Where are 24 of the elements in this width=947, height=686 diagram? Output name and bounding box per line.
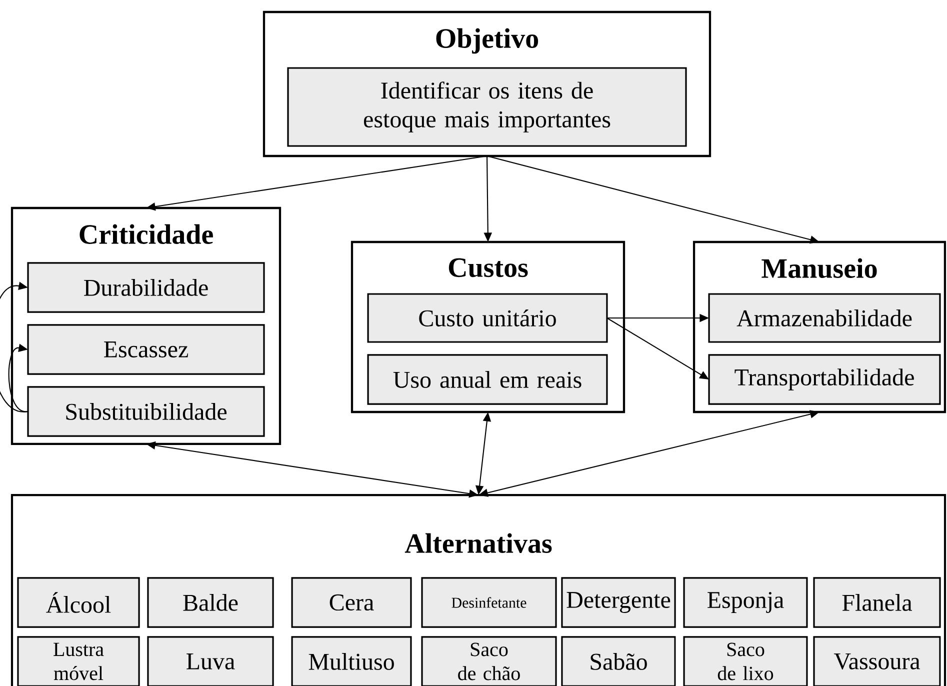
- item-box: Multiuso: [291, 636, 412, 686]
- item-box: Uso anual em reais: [367, 354, 608, 405]
- item-box: Sabão: [561, 636, 676, 686]
- item-box: Álcool: [17, 577, 140, 628]
- item-box: Transportabilidade: [708, 354, 941, 405]
- item-box: Substituibilidade: [27, 386, 265, 437]
- item-box: Detergente: [561, 577, 676, 628]
- item-box: Saco de chão: [421, 636, 557, 686]
- item-box: Identificar os itens de estoque mais importantes: [287, 67, 687, 147]
- arrow: [8, 344, 28, 412]
- item-box: Flanela: [813, 577, 941, 628]
- item-box: Esponja: [683, 577, 808, 628]
- item-box: Cera: [291, 577, 412, 628]
- item-box: Lustra móvel: [17, 636, 140, 686]
- item-box: Saco de lixo: [683, 636, 808, 686]
- item-box: Luva: [147, 636, 274, 686]
- item-box: Durabilidade: [27, 262, 265, 313]
- item-box: Balde: [147, 577, 274, 628]
- item-box: Custo unitário: [367, 293, 608, 343]
- item-box: Vassoura: [813, 636, 941, 686]
- item-box: Escassez: [27, 324, 265, 375]
- item-box: Armazenabilidade: [708, 293, 941, 343]
- arrow: [0, 282, 28, 412]
- item-box: Desinfetante: [421, 577, 557, 628]
